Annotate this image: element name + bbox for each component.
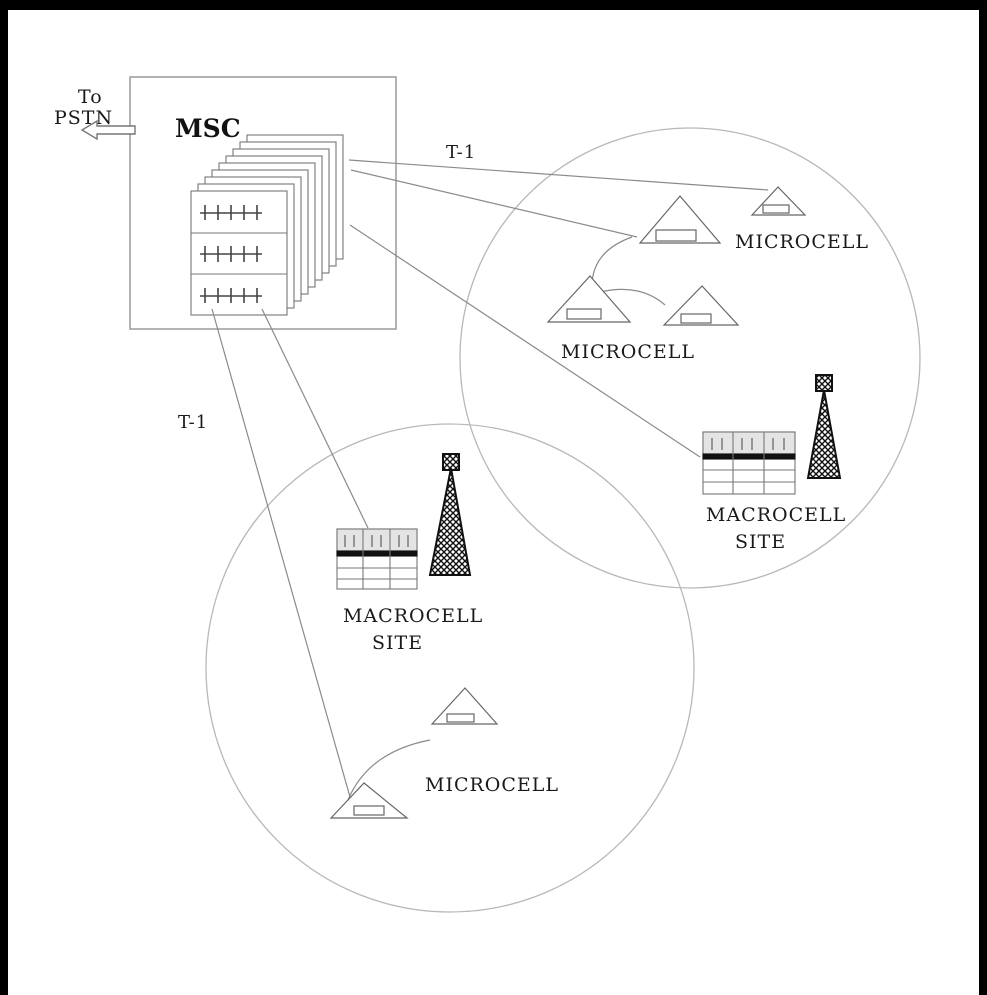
microcell-icon-bottom-upper xyxy=(430,687,499,725)
macrocell-right-label-line2: SITE xyxy=(735,531,786,553)
microcell-icon-top-right xyxy=(750,186,807,216)
microcell-icon-bottom-lower xyxy=(329,782,409,819)
msc-label: MSC xyxy=(175,114,241,143)
macrocell-right-label-line1: MACROCELL xyxy=(706,504,846,526)
microcell-icon-upper xyxy=(638,195,722,244)
pstn-label-line1: To xyxy=(78,86,103,108)
t1-links xyxy=(211,159,769,798)
macrocell-left-label-line1: MACROCELL xyxy=(343,605,483,627)
link-label-top: T-1 xyxy=(446,142,476,163)
microcell-icon-middle-right xyxy=(662,285,740,326)
microcell-icon-middle-left xyxy=(546,275,632,323)
macrocell-equipment-left xyxy=(336,528,418,590)
macrocell-coverage-right xyxy=(459,127,921,589)
macrocell-left-label-line2: SITE xyxy=(372,632,423,654)
tower-icon-left xyxy=(428,453,472,576)
microcell-label-top-right: MICROCELL xyxy=(735,231,869,253)
link-label-left: T-1 xyxy=(178,412,208,433)
msc-switch-racks xyxy=(190,134,344,316)
tower-icon-right xyxy=(806,374,842,479)
macrocell-equipment-right xyxy=(702,431,796,495)
microcell-label-middle: MICROCELL xyxy=(561,341,695,363)
pstn-arrow-icon xyxy=(80,119,136,141)
microcell-label-bottom: MICROCELL xyxy=(425,774,559,796)
macrocell-coverage-left xyxy=(205,423,695,913)
